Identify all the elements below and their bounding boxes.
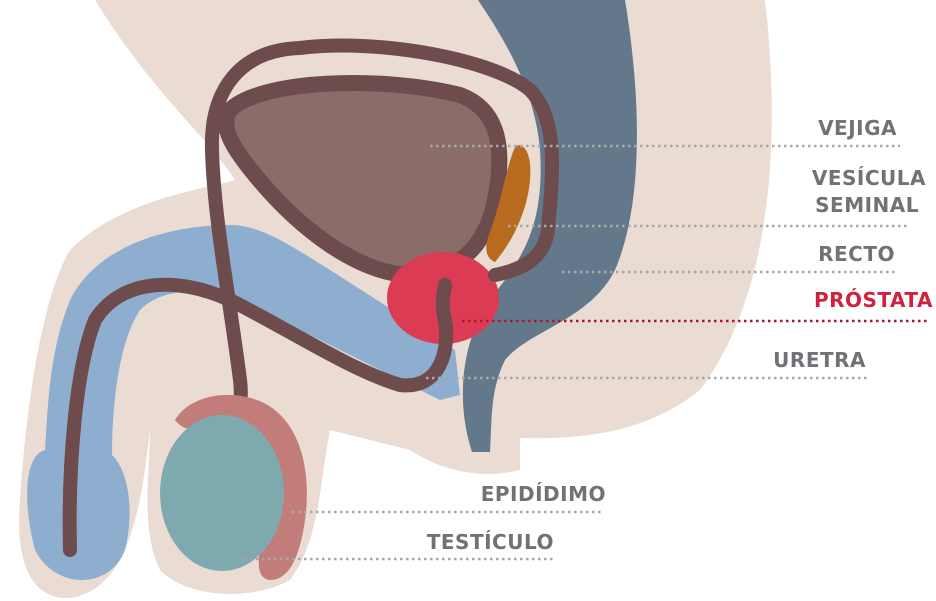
label-uretra: URETRA: [773, 348, 866, 372]
testicle: [160, 415, 284, 571]
label-vesicula-line2: SEMINAL: [815, 193, 919, 217]
label-epididimo: EPIDÍDIMO: [481, 482, 606, 506]
label-vesicula-line1: VESÍCULA: [812, 166, 926, 190]
label-vejiga: VEJIGA: [818, 116, 897, 140]
label-recto: RECTO: [818, 242, 895, 266]
label-prostata: PRÓSTATA: [814, 288, 933, 312]
label-testiculo: TESTÍCULO: [427, 530, 554, 554]
